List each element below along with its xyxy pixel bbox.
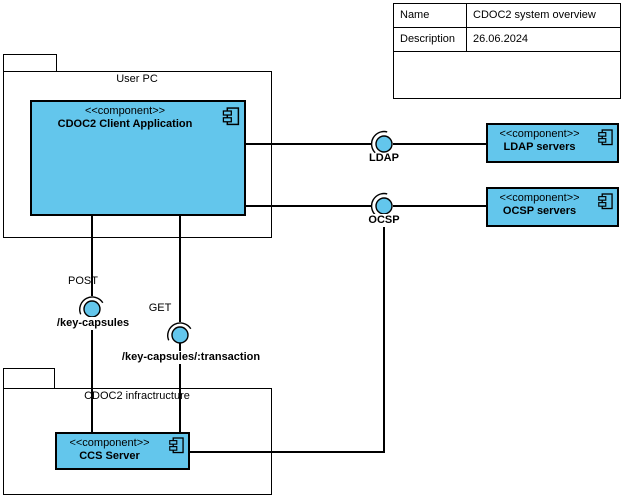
ocsp-interface-label: OCSP — [367, 214, 401, 227]
metadata-name-value: CDOC2 system overview — [473, 9, 596, 21]
post-socket-arc — [79, 296, 104, 315]
component-icon — [169, 437, 184, 454]
get-socket-arc — [167, 322, 192, 341]
get-path-label: /key-capsules/:transaction — [120, 351, 262, 364]
post-path-label: /key-capsules — [55, 317, 131, 330]
ldap-connector-line-left — [246, 143, 372, 145]
infrastructure-package-title: CDOC2 infractructure — [84, 390, 190, 402]
ldap-interface-label: LDAP — [369, 152, 399, 164]
infrastructure-package-tab — [3, 368, 55, 388]
user-pc-package-title: User PC — [116, 73, 158, 85]
metadata-table: Name CDOC2 system overview Description 2… — [393, 3, 621, 99]
get-interface-lollipop — [167, 322, 192, 344]
post-interface-lollipop — [79, 296, 104, 318]
component-name: CCS Server — [79, 450, 140, 462]
stereotype-label: <<component>> — [84, 105, 166, 117]
get-interface-ball — [171, 326, 189, 344]
component-name: CDOC2 Client Application — [57, 118, 193, 130]
ldap-connector-line-right — [393, 143, 486, 145]
post-connector-line-upper — [91, 216, 93, 296]
stereotype-label: <<component>> — [499, 128, 580, 140]
post-interface-ball — [83, 300, 101, 318]
metadata-name-label: Name — [394, 4, 467, 27]
ldap-interface-ball — [375, 135, 393, 153]
component-icon — [222, 107, 240, 126]
component-icon — [598, 129, 613, 146]
component-ccs-server: <<component>> CCS Server — [55, 432, 190, 470]
stereotype-label: <<component>> — [499, 192, 580, 204]
ldap-socket-arc — [370, 130, 388, 154]
component-ocsp-servers: <<component>> OCSP servers — [486, 187, 619, 227]
infrastructure-package — [3, 388, 272, 495]
component-name: LDAP servers — [503, 141, 576, 153]
component-ldap-servers: <<component>> LDAP servers — [486, 123, 619, 163]
component-icon — [598, 193, 613, 210]
user-pc-package — [3, 71, 272, 238]
ocsp-socket-arc — [370, 192, 388, 216]
get-connector-line-upper — [179, 216, 181, 322]
ocsp-ccs-connector-vertical — [383, 214, 385, 453]
ocsp-connector-line-left — [246, 205, 372, 207]
ldap-interface-lollipop — [370, 130, 393, 154]
post-connector-line-lower — [91, 317, 93, 432]
user-pc-package-tab — [3, 54, 57, 71]
metadata-row-name: Name CDOC2 system overview — [394, 4, 620, 28]
stereotype-label: <<component>> — [69, 437, 150, 449]
get-connector-line-lower — [179, 343, 181, 432]
get-method-label: GET — [148, 302, 172, 314]
metadata-row-description: Description 26.06.2024 — [394, 28, 620, 52]
ocsp-interface-ball — [375, 197, 393, 215]
metadata-description-label: Description — [394, 28, 467, 51]
ocsp-ccs-connector-horizontal — [190, 451, 384, 453]
metadata-description-value: 26.06.2024 — [473, 33, 529, 45]
component-cdoc2-client-application: <<component>> CDOC2 Client Application — [30, 100, 246, 216]
metadata-row-empty — [394, 52, 620, 98]
ocsp-connector-line-right — [393, 205, 486, 207]
post-method-label: POST — [68, 275, 98, 287]
component-name: OCSP servers — [502, 205, 577, 217]
